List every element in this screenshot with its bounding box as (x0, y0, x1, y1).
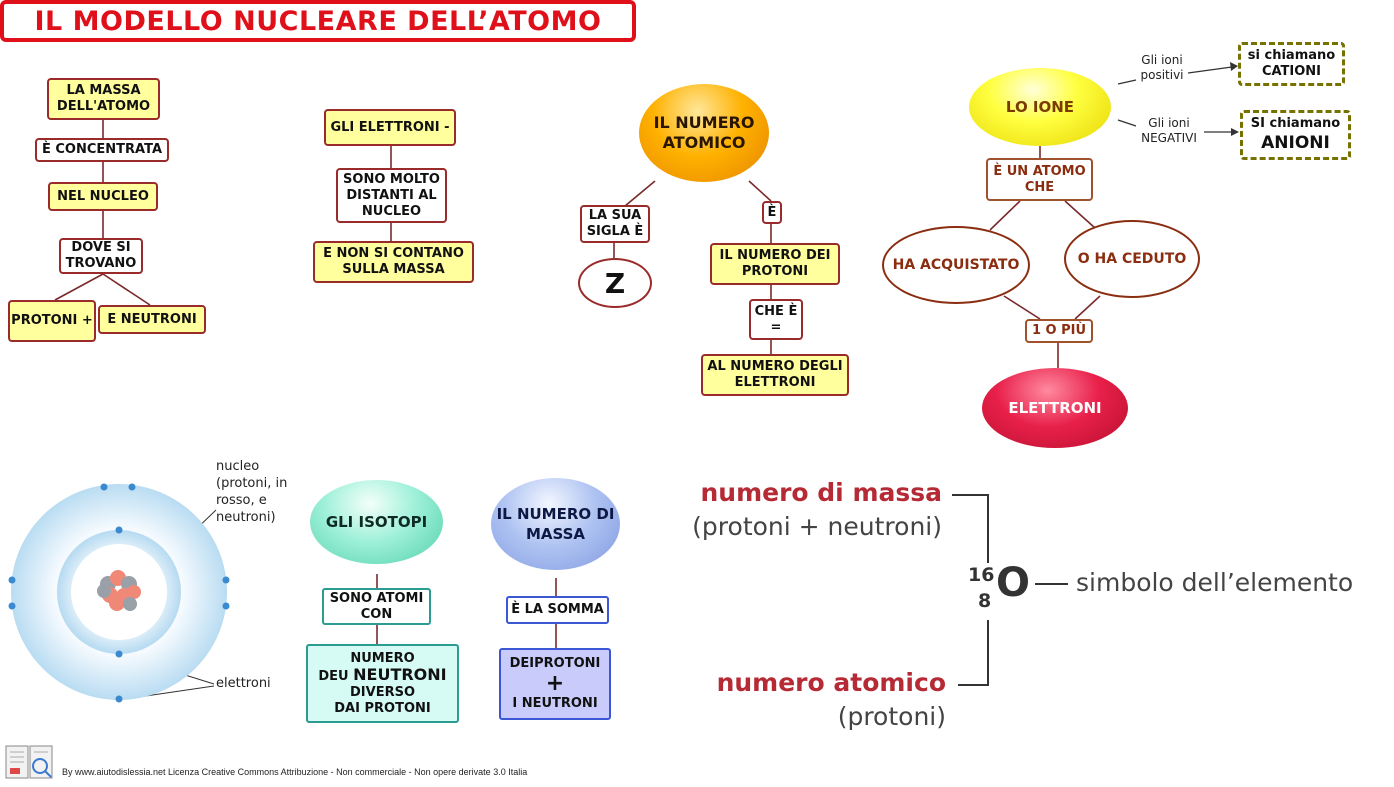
elettroni-ione-node: ELETTRONI (982, 368, 1128, 448)
isotopi-node: GLI ISOTOPI (310, 480, 443, 564)
e-node: È (762, 201, 782, 224)
e-la-somma-node: È LA SOMMA (506, 596, 609, 624)
massa-line-2: I NEUTRONI (512, 696, 598, 711)
cationi-line-1: si chiamano (1247, 48, 1336, 63)
isotopi-line-2: DEU NEUTRONI (318, 664, 447, 685)
numero-atomico-node: IL NUMERO ATOMICO (639, 84, 769, 182)
che-e-node: CHE È = (749, 299, 803, 340)
numero-di-massa-sub: (protoni + neutroni) (692, 512, 942, 541)
nucleo-label: nucleo (protoni, in rosso, e neutroni) (216, 459, 288, 525)
ioni-positivi-label: Gli ioni positivi (1140, 53, 1184, 82)
gli-elettroni-node: GLI ELETTRONI - (324, 109, 456, 146)
ha-acquistato-node: HA ACQUISTATO (882, 226, 1030, 304)
protoni-node: PROTONI + (8, 300, 96, 342)
ha-ceduto-node: O HA CEDUTO (1064, 220, 1200, 298)
dove-si-trovano-node: DOVE SI TROVANO (59, 238, 143, 274)
z-node: Z (578, 258, 652, 308)
lo-ione-node: LO IONE (969, 68, 1111, 146)
nucleo-node: NEL NUCLEO (48, 182, 158, 211)
cationi-node: si chiamano CATIONI (1238, 42, 1345, 86)
ioni-negativi-label: Gli ioni NEGATIVI (1141, 116, 1197, 145)
sigla-node: LA SUA SIGLA È (580, 205, 650, 243)
uno-o-piu-node: 1 O PIÙ (1025, 319, 1093, 343)
isotopi-line-3: DIVERSO (350, 684, 415, 700)
numero-atomico-label: numero atomico (716, 668, 946, 697)
numero-elettroni-node: AL NUMERO DEGLI ELETTRONI (701, 354, 849, 396)
massa-atomo-node: LA MASSA DELL'ATOMO (47, 78, 160, 120)
anioni-node: SI chiamano ANIONI (1240, 110, 1351, 160)
elettroni-label: elettroni (216, 676, 271, 691)
electron-dots (8, 483, 230, 703)
isotopi-neutroni: NEUTRONI (353, 664, 447, 684)
concentrata-node: È CONCENTRATA (35, 138, 169, 162)
numero-protoni-node: IL NUMERO DEI PROTONI (710, 243, 840, 285)
footer-license: By www.aiutodislessia.net Licenza Creati… (62, 767, 528, 777)
protoni-neutroni-node: DEIPROTONI + I NEUTRONI (499, 648, 611, 720)
page-title: IL MODELLO NUCLEARE DELL’ATOMO (0, 0, 636, 42)
massa-plus: + (545, 671, 565, 696)
book-logo-icon (5, 745, 53, 779)
isotopi-line-1: NUMERO (350, 650, 415, 666)
element-symbol: O (996, 560, 1031, 606)
simbolo-elemento-label: simbolo dell’elemento (1076, 568, 1354, 597)
neutroni-node: E NEUTRONI (98, 305, 206, 334)
non-si-contano-node: E NON SI CONTANO SULLA MASSA (313, 241, 474, 283)
isotopi-deu: DEU (318, 668, 349, 684)
anioni-line-2: ANIONI (1261, 133, 1330, 153)
molto-distanti-node: SONO MOLTO DISTANTI AL NUCLEO (336, 168, 447, 223)
sono-atomi-node: SONO ATOMI CON (322, 588, 431, 625)
isotopi-line-4: DAI PROTONI (334, 700, 431, 716)
anioni-line-1: SI chiamano (1250, 116, 1341, 131)
nucleus (97, 570, 141, 611)
atom-illustration (8, 483, 230, 703)
numero-atomico-sub: (protoni) (837, 702, 946, 731)
e-un-atomo-node: È UN ATOMO CHE (986, 158, 1093, 201)
numero-di-massa-label: numero di massa (700, 478, 942, 507)
numero-neutroni-node: NUMERO DEU NEUTRONI DIVERSO DAI PROTONI (306, 644, 459, 723)
massa-line-1: DEIPROTONI (509, 656, 601, 671)
atomic-number: 8 (978, 590, 992, 612)
numero-massa-node: IL NUMERO DI MASSA (491, 478, 620, 570)
cationi-line-2: CATIONI (1261, 64, 1322, 79)
mass-number: 16 (968, 564, 995, 586)
